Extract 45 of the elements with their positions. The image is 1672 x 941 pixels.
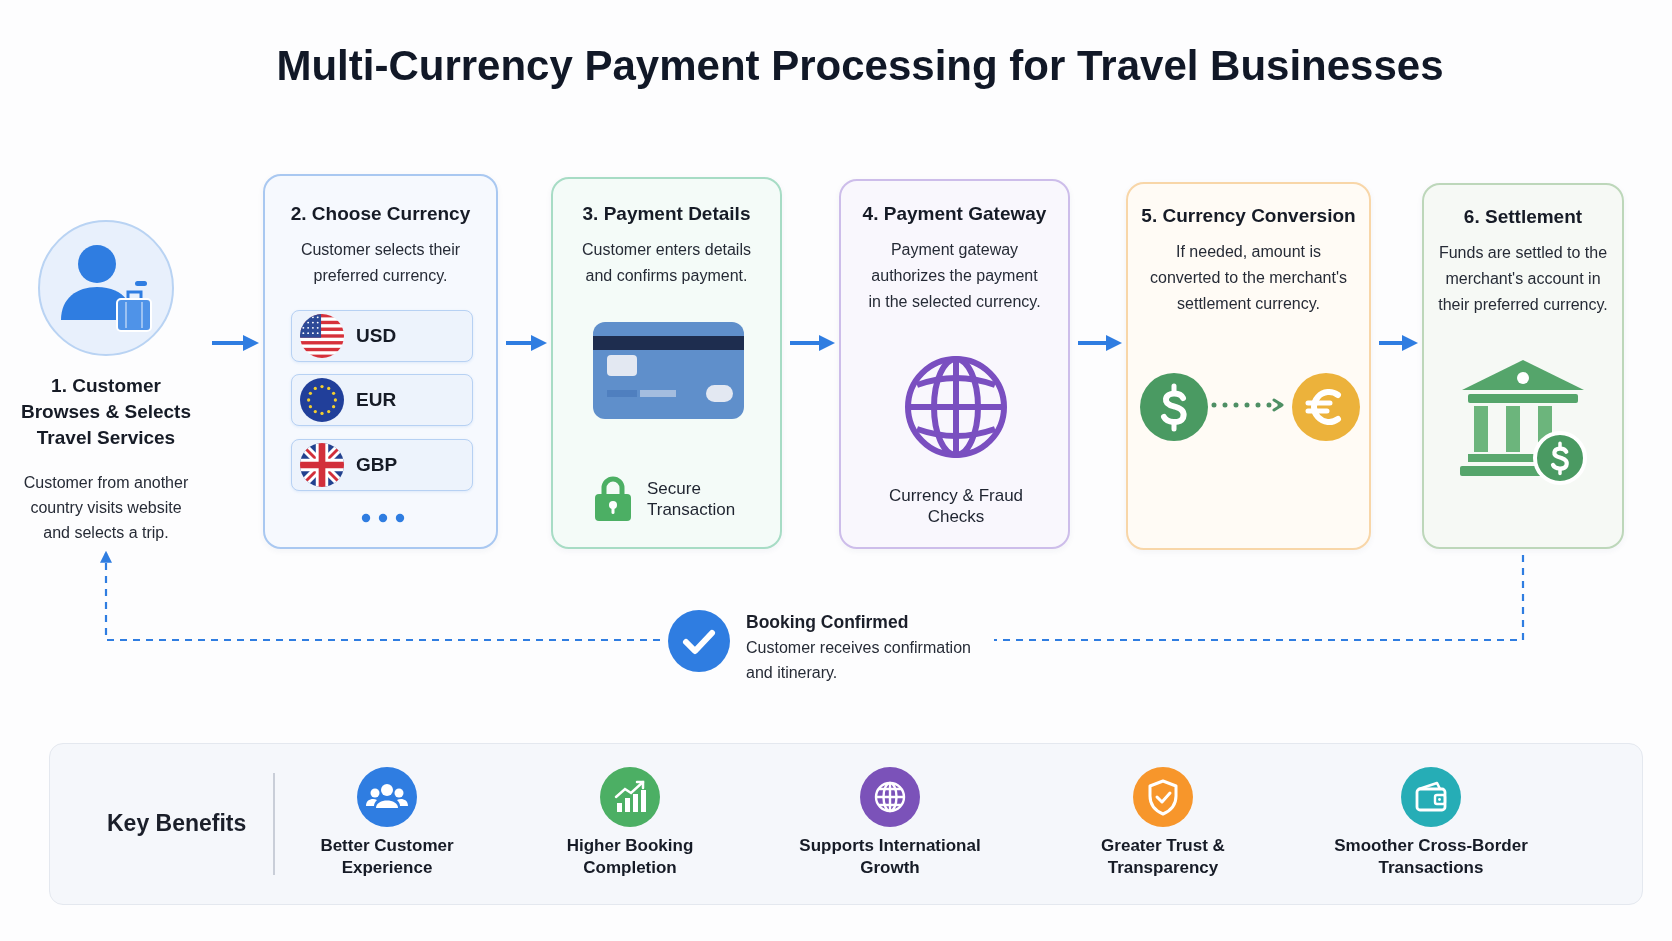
- arrow: [506, 335, 547, 351]
- currency-code: USD: [356, 324, 397, 348]
- currency-code: GBP: [356, 453, 398, 477]
- arrow: [790, 335, 835, 351]
- step-title: 3. Payment Details: [582, 202, 751, 226]
- step-description: Payment gateway authorizes the payment in the selected currency.: [867, 240, 1042, 312]
- feature-note: Secure Transaction: [647, 478, 737, 520]
- benefit-label: Smoother Cross-Border Transactions: [1333, 835, 1529, 879]
- step-card: [839, 179, 1070, 549]
- step-card: [551, 177, 782, 549]
- step-card: [263, 174, 498, 549]
- step-title: 4. Payment Gateway: [862, 202, 1047, 226]
- benefit-label: Supports International Growth: [798, 835, 982, 879]
- step-title: 1. Customer Browses & Selects Travel Services: [20, 374, 192, 450]
- dashed-arrow: [100, 550, 660, 642]
- benefit-label: Higher Booking Completion: [565, 835, 695, 879]
- step-title: 6. Settlement: [1463, 205, 1583, 229]
- dollar-coin-icon: [1140, 373, 1208, 441]
- euro-coin-icon: [1292, 373, 1360, 441]
- step-title: 5. Currency Conversion: [1141, 204, 1356, 228]
- dotted-arrow: [1211, 398, 1285, 412]
- step-description: Funds are settled to the merchant's account in their preferred currency.: [1437, 243, 1609, 315]
- benefit-label: Better Customer Experience: [319, 835, 455, 879]
- currency-option: [291, 374, 473, 426]
- feature-note: Currency & Fraud Checks: [887, 485, 1025, 527]
- currency-option: [291, 310, 473, 362]
- step-card: [1126, 182, 1371, 550]
- dashed-connector-line: [994, 555, 1525, 642]
- title: Multi-Currency Payment Processing for Travel Businesses: [275, 41, 1445, 91]
- step-card: [1422, 183, 1624, 549]
- panel-title: Key Benefits: [107, 809, 247, 837]
- currency-code: EUR: [356, 388, 397, 412]
- step-title: 2. Choose Currency: [290, 202, 471, 226]
- benefit-label: Greater Trust & Transparency: [1100, 835, 1226, 879]
- arrow: [1078, 335, 1122, 351]
- step-description: Customer selects their preferred currency.: [299, 240, 462, 286]
- benefits-panel: [49, 743, 1643, 905]
- step-description: Customer enters details and confirms payment.: [581, 240, 752, 286]
- step-description: If needed, amount is converted to the merchant's settlement currency.: [1149, 242, 1348, 314]
- currency-option: [291, 439, 473, 491]
- status-title: Booking Confirmed: [746, 611, 909, 634]
- arrow: [212, 335, 259, 351]
- status-description: Customer receives confirmation and itinerary.: [746, 638, 972, 683]
- arrow: [1379, 335, 1418, 351]
- step-description: Customer from another country visits website and selects a trip.: [22, 473, 190, 543]
